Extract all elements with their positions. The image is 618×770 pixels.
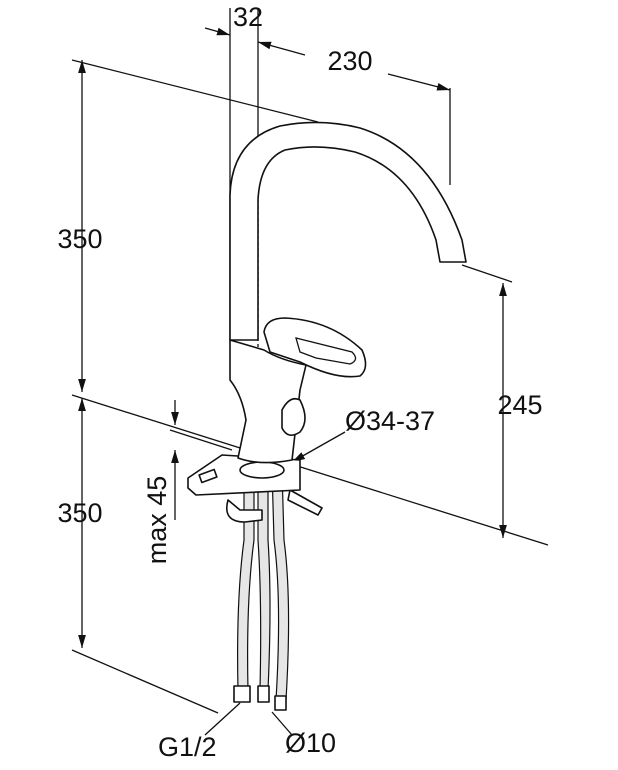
dimension-arrows: [78, 27, 507, 736]
dim-hole-diameter: Ø34-37: [345, 406, 435, 436]
dim-connection-thread: G1/2: [158, 732, 217, 762]
dim-pipe-diameter: Ø10: [285, 728, 336, 758]
faucet-body: [229, 317, 367, 464]
dim-spout-diameter: 32: [233, 2, 263, 32]
dim-upper-height: 350: [57, 224, 102, 254]
mounting-bracket: [187, 454, 323, 523]
supply-hoses: [233, 469, 290, 711]
dim-lower-height: 350: [57, 498, 102, 528]
dim-spout-reach: 230: [327, 46, 372, 76]
faucet-spout: [229, 121, 467, 341]
dim-spout-height: 245: [497, 390, 542, 420]
dim-max-deck-thickness: max 45: [142, 476, 172, 565]
